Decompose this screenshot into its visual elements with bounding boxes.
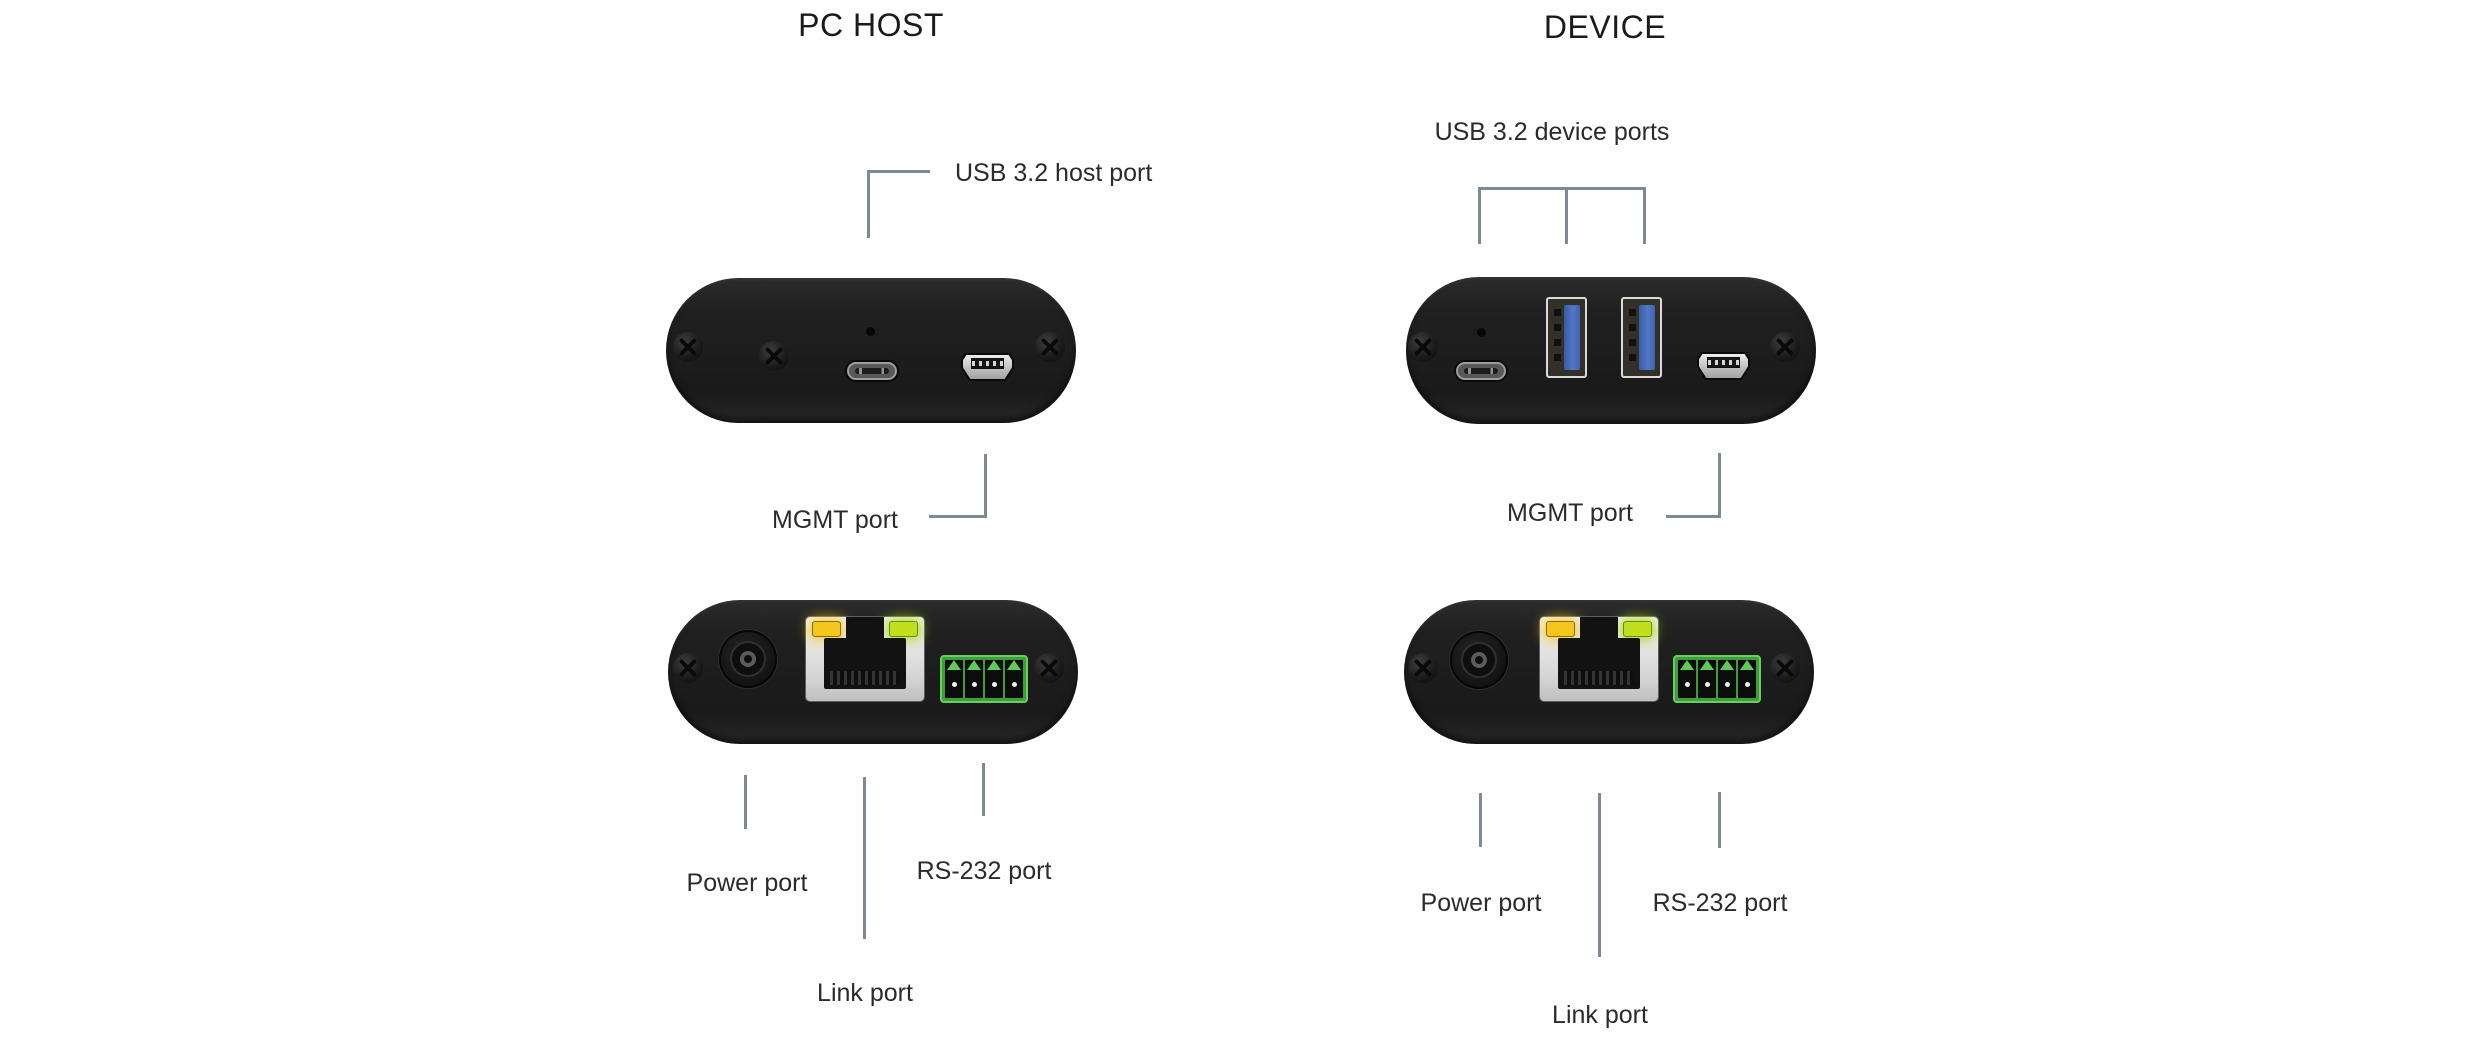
- link-led-green: [889, 621, 918, 637]
- terminal-pin: [1005, 660, 1023, 698]
- usb-device-ports-label: USB 3.2 device ports: [1434, 118, 1670, 146]
- power-callout-line: [1479, 793, 1482, 847]
- rs232-callout-line: [982, 763, 985, 816]
- link-port-label: Link port: [1552, 1001, 1648, 1029]
- rj45-link-port: [806, 617, 924, 701]
- rs232-port-label: RS-232 port: [1652, 889, 1788, 917]
- power-port-label: Power port: [686, 869, 808, 897]
- mgmt-callout-horizontal-line: [1666, 515, 1721, 518]
- power-jack-pin: [740, 651, 756, 667]
- link-led-amber: [1546, 621, 1575, 637]
- power-jack-ring: [1461, 642, 1497, 678]
- link-callout-line: [863, 777, 866, 939]
- screw-icon: [1770, 653, 1800, 683]
- mini-usb-pins: [1707, 357, 1740, 368]
- terminal-pin: [945, 660, 963, 698]
- device-title: DEVICE: [1543, 9, 1667, 45]
- terminal-pin: [985, 660, 1003, 698]
- power-jack-pin: [1471, 652, 1487, 668]
- device-bottom-panel: [1404, 600, 1814, 744]
- usb-host-callout-horizontal-line: [867, 170, 930, 173]
- usb-a-port-2: [1621, 297, 1662, 378]
- power-jack: [1450, 631, 1508, 689]
- link-led-green: [1623, 621, 1652, 637]
- pc-host-title: PC HOST: [798, 7, 944, 43]
- terminal-pin: [1718, 660, 1736, 698]
- usb-a-contacts: [1629, 309, 1636, 366]
- power-jack: [719, 630, 777, 688]
- usb-a-port-1: [1546, 297, 1587, 378]
- power-port-label: Power port: [1420, 889, 1542, 917]
- rj45-link-port: [1540, 617, 1658, 701]
- mgmt-port-label: MGMT port: [1507, 499, 1633, 527]
- usb-device-bracket-stem-left: [1478, 187, 1481, 244]
- link-callout-line: [1598, 793, 1601, 957]
- screw-icon: [1408, 653, 1438, 683]
- rj45-cavity: [1558, 638, 1640, 689]
- screw-icon: [673, 332, 703, 362]
- usb-device-bracket-top-line: [1478, 187, 1646, 190]
- screw-icon: [1035, 332, 1065, 362]
- terminal-pin: [1738, 660, 1756, 698]
- screw-icon: [759, 341, 789, 371]
- usb-host-port-label: USB 3.2 host port: [955, 159, 1153, 187]
- usb-c-port: [845, 360, 899, 382]
- screw-icon: [1408, 332, 1438, 362]
- mgmt-callout-horizontal-line: [929, 515, 987, 518]
- mgmt-port-label: MGMT port: [772, 506, 898, 534]
- usb-a-blue-tongue: [1564, 305, 1580, 370]
- usb-a-blue-tongue: [1639, 305, 1655, 370]
- usb-c-slot: [855, 368, 889, 374]
- usb-host-callout-vertical-line: [867, 170, 870, 238]
- mgmt-callout-vertical-line: [1718, 453, 1721, 516]
- pc-host-bottom-panel: [668, 600, 1078, 744]
- mini-usb-pins: [971, 358, 1004, 369]
- rs232-terminal-block: [940, 655, 1028, 703]
- link-led-amber: [812, 621, 841, 637]
- screw-icon: [673, 653, 703, 683]
- terminal-pin: [965, 660, 983, 698]
- usb-device-bracket-stem-right: [1643, 187, 1646, 244]
- rj45-cavity: [824, 638, 906, 689]
- rs232-callout-line: [1718, 792, 1721, 848]
- screw-icon: [1770, 332, 1800, 362]
- power-callout-line: [744, 775, 747, 829]
- usb-c-slot: [1464, 368, 1498, 374]
- mini-usb-mgmt-port: [961, 353, 1014, 381]
- rs232-port-label: RS-232 port: [916, 857, 1052, 885]
- rs232-terminal-block: [1673, 655, 1761, 703]
- usb-c-port: [1454, 360, 1508, 382]
- link-port-label: Link port: [817, 979, 913, 1007]
- terminal-pin: [1678, 660, 1696, 698]
- mgmt-callout-vertical-line: [984, 454, 987, 516]
- rj45-tab: [1580, 617, 1618, 640]
- rj45-tab: [846, 617, 884, 640]
- power-jack-ring: [730, 641, 766, 677]
- led-hole: [866, 327, 875, 336]
- usb-device-bracket-stem-middle: [1565, 187, 1568, 244]
- usb-a-contacts: [1554, 309, 1561, 366]
- led-hole: [1477, 328, 1486, 337]
- mini-usb-mgmt-port: [1697, 352, 1750, 380]
- pc-host-top-panel: [666, 278, 1076, 423]
- terminal-pin: [1698, 660, 1716, 698]
- device-top-panel: [1406, 277, 1816, 424]
- screw-icon: [1034, 653, 1064, 683]
